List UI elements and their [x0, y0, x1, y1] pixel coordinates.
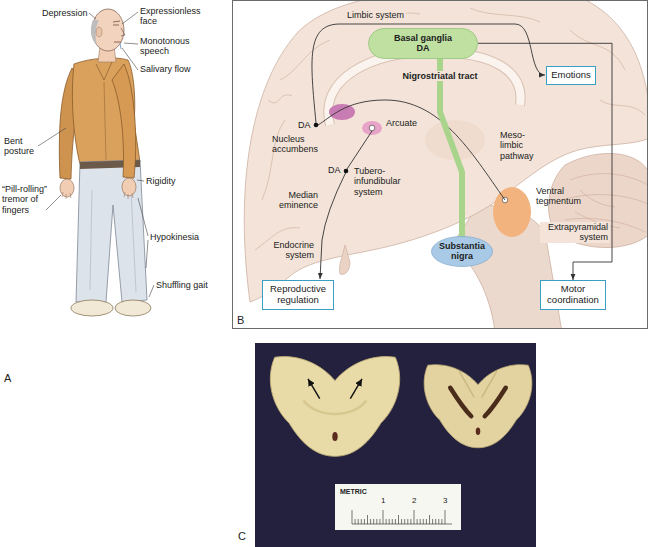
symptom-label: Rigidity — [146, 176, 176, 186]
symptom-label: Shuffling gait — [156, 280, 208, 290]
connector — [478, 43, 612, 280]
neurotransmitter-label: DA — [328, 165, 341, 175]
pathway-label: Meso-limbic pathway — [500, 130, 540, 161]
function-box: Emotions — [546, 66, 596, 85]
symptom-label: Salivary flow — [140, 64, 191, 74]
pathway-label: Tubero-infundibular system — [354, 166, 416, 197]
region-blob: Basal gangliaDA — [368, 28, 478, 59]
structure-label: Nucleus accumbens — [272, 134, 320, 155]
node-text: Reproductive regulation — [267, 284, 329, 306]
panel-letter: C — [238, 530, 246, 543]
symptom-label: Depression — [42, 8, 88, 18]
ruler-number: 1 — [381, 496, 385, 505]
node-text: DA — [374, 43, 472, 53]
structure-label: Arcuate — [386, 118, 417, 128]
structure-label: Ventral tegmentum — [536, 186, 588, 207]
neurotransmitter-label: DA — [298, 120, 311, 130]
symptom-label: “Pill-rolling” tremor of fingers — [2, 184, 60, 215]
node-text: Motor coordination — [545, 284, 601, 306]
symptom-label: Bent posture — [4, 136, 44, 157]
patient-illustration — [38, 9, 154, 316]
edge-label: Nigrostriatal tract — [401, 71, 480, 81]
function-box: Reproductive regulation — [262, 280, 334, 310]
function-box: Motor coordination — [540, 280, 606, 310]
panel-letter: A — [4, 372, 11, 385]
region-blob: Substantia nigra — [431, 236, 493, 267]
node-text: Emotions — [551, 70, 591, 81]
pathway-label: Limbic system — [345, 10, 406, 20]
panel-frame — [233, 1, 648, 329]
symptom-label: Hypokinesia — [150, 232, 199, 242]
edge-label: Extrapyramidal system — [540, 222, 610, 243]
symptom-label: Monotonous speech — [140, 36, 200, 57]
midbrain-photo — [255, 343, 536, 547]
ruler-number: 2 — [412, 496, 416, 505]
ruler-number: 3 — [443, 496, 447, 505]
panel-letter: B — [237, 314, 244, 327]
node-text: Substantia nigra — [437, 241, 487, 262]
pathway-label: Endocrine system — [262, 240, 314, 261]
structure-label: Median eminence — [266, 190, 318, 211]
ruler-text: METRIC — [340, 488, 367, 496]
brain-illustration — [244, 1, 647, 328]
node-text: Basal ganglia — [374, 33, 472, 43]
connector — [440, 59, 462, 236]
symptom-label: Expressionless face — [140, 6, 204, 27]
